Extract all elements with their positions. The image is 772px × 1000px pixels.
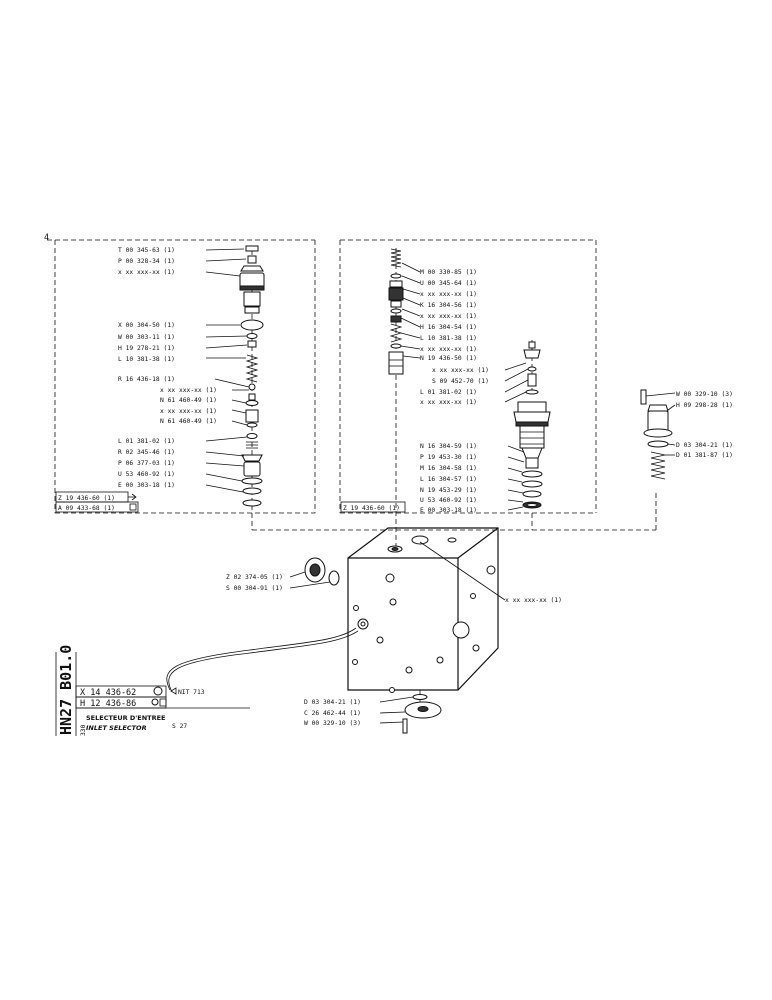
left-label-16: U 53 460-92 (1) [118, 471, 175, 478]
right-mid-leaders [504, 362, 529, 403]
far-right-label-3: D 03 304-21 (1) [676, 442, 733, 449]
left-label-3: x xx xxx-xx (1) [118, 269, 175, 276]
block-plug [289, 557, 340, 589]
left-leaders [205, 248, 250, 493]
left-label-14: R 02 345-46 (1) [118, 449, 175, 456]
right-upper-stack [388, 248, 404, 375]
right-mid-stack [523, 340, 541, 395]
left-label-13: L 01 381-02 (1) [118, 438, 175, 445]
right-label-5: x xx xxx-xx (1) [420, 313, 477, 320]
bottom-label-3: W 00 329-10 (3) [304, 720, 361, 727]
nit-ref: NIT 713 [178, 689, 205, 696]
right-label-4: K 16 304-56 (1) [420, 302, 477, 309]
left-panel: 4 [44, 233, 316, 514]
far-right-parts [640, 389, 676, 480]
left-label-15: P 06 377-03 (1) [118, 460, 175, 467]
left-label-10: N 61 460-49 (1) [160, 397, 217, 404]
page-number: 330 [80, 724, 87, 736]
part-no-1: X 14 436-62 [80, 688, 136, 698]
left-label-2: P 00 328-34 (1) [118, 258, 175, 265]
left-label-1: T 00 345-63 (1) [118, 247, 175, 254]
right-low-label-5: N 19 453-29 (1) [420, 487, 477, 494]
block-bottom-parts [379, 690, 442, 734]
corner-mark: 4 [44, 233, 49, 243]
right-lower-leaders [507, 445, 525, 511]
right-assembly-box [340, 501, 406, 513]
right-label-8: x xx xxx-xx (1) [420, 346, 477, 353]
part-no-2: H 12 436-86 [80, 699, 136, 709]
far-right-label-2: H 09 298-28 (1) [676, 402, 733, 409]
left-sub-box [55, 501, 139, 513]
valve-block [347, 527, 506, 693]
title-english: INLET SELECTOR [86, 724, 147, 732]
right-panel: M 00 330-85 (1) U 00 345-64 (1) x xx xxx… [339, 239, 597, 514]
right-label-2: U 00 345-64 (1) [420, 280, 477, 287]
right-label-6: H 16 304-54 (1) [420, 324, 477, 331]
cable-line [166, 627, 357, 691]
plug-label-2: S 00 304-91 (1) [226, 585, 283, 592]
drawing-code: HN27 B01.0 [57, 645, 75, 735]
right-mid-label-2: S 09 452-70 (1) [432, 378, 489, 385]
far-right-label-1: W 00 329-10 (3) [676, 391, 733, 398]
plug-label-1: Z 02 374-05 (1) [226, 574, 283, 581]
right-low-label-1: N 16 304-59 (1) [420, 443, 477, 450]
title-block: HN27 B01.0 330 X 14 436-62 H 12 436-86 N… [55, 645, 250, 736]
title-french: SELECTEUR D'ENTREE [86, 714, 165, 722]
right-upper-leaders [400, 262, 421, 359]
left-assembly-label: Z 19 436-60 (1) [58, 495, 115, 502]
left-label-7: L 10 381-38 (1) [118, 356, 175, 363]
right-label-9: N 19 436-50 (1) [420, 355, 477, 362]
bottom-label-1: D 03 304-21 (1) [304, 699, 361, 706]
right-label-7: L 10 381-38 (1) [420, 335, 477, 342]
left-label-5: W 00 303-11 (1) [118, 334, 175, 341]
right-low-label-6: U 53 460-92 (1) [420, 497, 477, 504]
far-right-label-4: D 01 381-87 (1) [676, 452, 733, 459]
model-code: S 27 [172, 723, 187, 730]
left-label-4: X 00 304-50 (1) [118, 322, 175, 329]
right-low-label-3: M 16 304-58 (1) [420, 465, 477, 472]
right-mid-label-1: x xx xxx-xx (1) [432, 367, 489, 374]
right-label-3: x xx xxx-xx (1) [420, 291, 477, 298]
right-label-1: M 00 330-85 (1) [420, 269, 477, 276]
block-center-label: x xx xxx-xx (1) [505, 597, 562, 604]
right-low-label-4: L 16 304-57 (1) [420, 476, 477, 483]
right-lower-cartridge [513, 401, 551, 509]
left-label-9: x xx xxx-xx (1) [160, 387, 217, 394]
bottom-label-2: C 26 462-44 (1) [304, 710, 361, 717]
right-mid-label-4: x xx xxx-xx (1) [420, 399, 477, 406]
connector-lines [251, 375, 657, 550]
left-label-11: x xx xxx-xx (1) [160, 408, 217, 415]
left-label-17: E 00 303-18 (1) [118, 482, 175, 489]
left-label-8: R 16 436-18 (1) [118, 376, 175, 383]
left-label-12: N 61 460-49 (1) [160, 418, 217, 425]
right-mid-label-3: L 01 381-02 (1) [420, 389, 477, 396]
left-sub-label: A 09 433-68 (1) [58, 505, 115, 512]
right-low-label-7: E 00 303-18 (1) [420, 507, 477, 514]
right-low-label-2: P 19 453-30 (1) [420, 454, 477, 461]
left-part-stack [239, 245, 265, 510]
right-assembly-label: Z 19 436-60 (1) [343, 505, 400, 512]
left-label-6: H 19 278-21 (1) [118, 345, 175, 352]
